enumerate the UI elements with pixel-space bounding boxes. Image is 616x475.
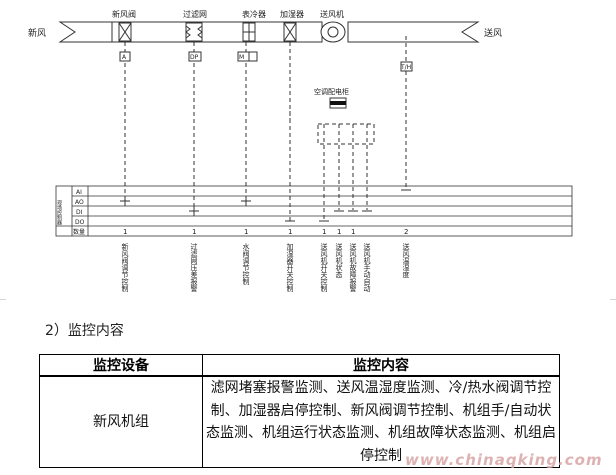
row-label-count: 数量 xyxy=(73,228,85,236)
row-label-di: DI xyxy=(76,209,83,216)
duct xyxy=(58,21,480,43)
cell-device: 新风机组 xyxy=(39,375,203,468)
label-filter-alarm: 过滤网压差报警 xyxy=(190,242,198,293)
damper-title: 新风阀 xyxy=(112,9,136,19)
table-header-row: 监控设备 监控内容 xyxy=(39,354,560,377)
sensor-boxes xyxy=(119,51,413,72)
table-row: 新风机组 滤网堵塞报警监测、送风温湿度监测、冷/热水阀调节控制、加湿器启停控制、… xyxy=(39,375,560,468)
header-content: 监控内容 xyxy=(202,354,560,377)
ddc-table xyxy=(55,185,573,237)
coil-icon xyxy=(242,22,256,42)
count-humidifier: 1 xyxy=(288,228,292,236)
distribution-panel-icon xyxy=(329,97,347,109)
damper-icon xyxy=(118,22,132,42)
air-handling-unit-schematic: 新风 送风 新风阀 过滤网 表冷器 加湿器 送风机 xyxy=(0,9,616,300)
signal-lines xyxy=(124,36,407,221)
header-device: 监控设备 xyxy=(39,354,203,377)
filter-title: 过滤网 xyxy=(183,9,207,19)
label-valve-control: 水阀调节控制 xyxy=(242,242,250,286)
label-fan-fault: 送风机故障报警 xyxy=(349,242,357,293)
watermark: www.chinaqking.com xyxy=(405,451,603,469)
label-supply-th: 送风温湿度 xyxy=(402,242,410,279)
coil-title: 表冷器 xyxy=(242,9,266,19)
count-fan-status: 1 xyxy=(337,228,341,236)
monitoring-table: 监控设备 监控内容 新风机组 滤网堵塞报警监测、送风温湿度监测、冷/热水阀调节控… xyxy=(39,354,560,468)
cell-content: 滤网堵塞报警监测、送风温湿度监测、冷/热水阀调节控制、加湿器启停控制、新风阀调节… xyxy=(202,375,560,468)
count-fan-control: 1 xyxy=(322,228,326,236)
pressure-switch-tag: DP xyxy=(190,54,199,61)
filter-icon xyxy=(185,22,203,42)
row-label-ai: AI xyxy=(76,189,82,196)
panel-label: 空调配电柜 xyxy=(314,87,349,96)
humidifier-title: 加湿器 xyxy=(280,9,304,19)
damper-actuator-tag: A xyxy=(122,54,127,61)
panel-wiring-box xyxy=(317,123,375,145)
count-filter: 1 xyxy=(192,228,196,236)
label-fan-auto: 送风机手动自动 xyxy=(363,242,371,293)
outlet-label: 送风 xyxy=(484,27,502,39)
fan-icon xyxy=(320,21,346,43)
label-damper-control: 新风阀调节控制 xyxy=(121,242,129,293)
label-humidifier-control: 加湿器开关控制 xyxy=(286,242,294,293)
count-damper: 1 xyxy=(123,228,127,236)
inlet-label: 新风 xyxy=(28,27,46,39)
humidifier-icon xyxy=(283,22,297,42)
ddc-label: 现场控制器 xyxy=(56,200,62,226)
count-supply-th: 2 xyxy=(404,228,408,236)
label-fan-status: 送风机状态 xyxy=(335,242,343,278)
count-valve: 1 xyxy=(244,228,248,236)
count-fan-fault: 1 xyxy=(351,228,355,236)
valve-actuator-tag: M xyxy=(239,54,244,61)
row-label-ao: AO xyxy=(75,199,84,206)
row-label-do: DO xyxy=(75,219,85,226)
point-marks xyxy=(120,189,411,222)
point-labels: 新风阀调节控制 过滤网压差报警 水阀调节控制 加湿器开关控制 送风机开关控制 送… xyxy=(121,242,410,293)
label-fan-control: 送风机开关控制 xyxy=(320,242,328,293)
section-caption: 2）监控内容 xyxy=(45,323,124,339)
temp-humidity-sensor-tag: T/H xyxy=(400,64,411,71)
fan-title: 送风机 xyxy=(320,9,344,19)
point-counts: 1 1 1 1 1 1 1 2 xyxy=(123,228,408,236)
